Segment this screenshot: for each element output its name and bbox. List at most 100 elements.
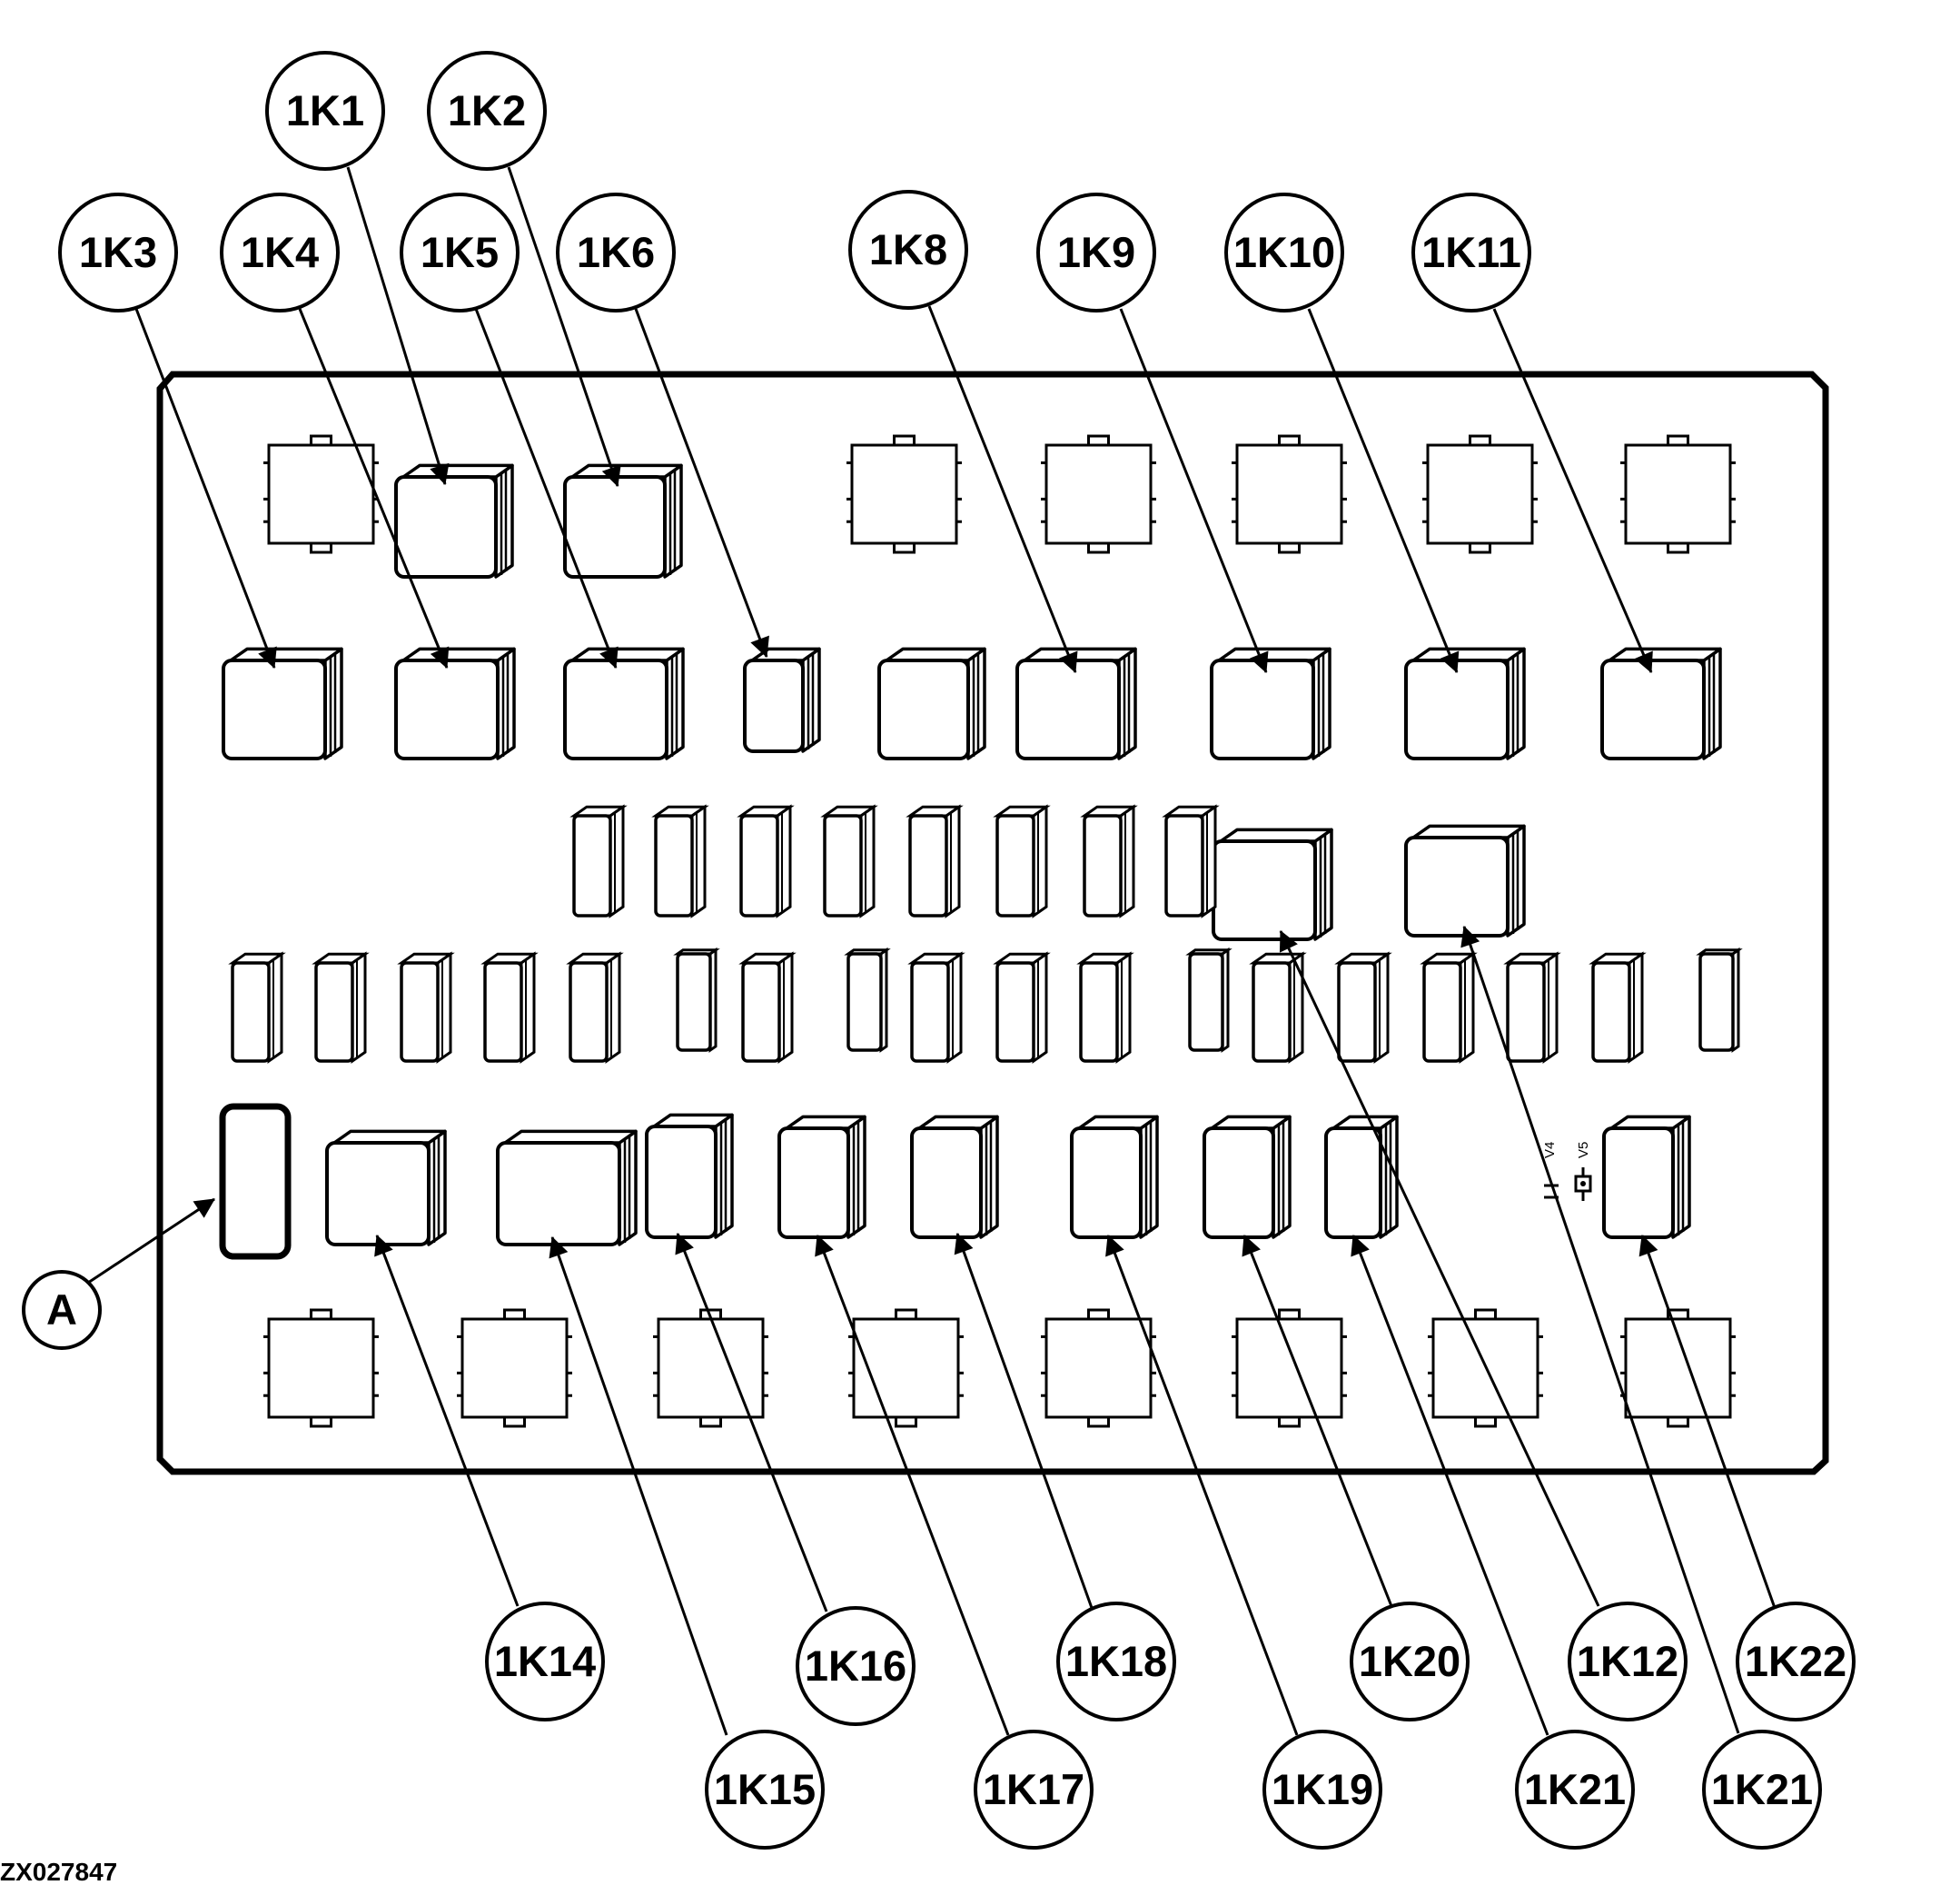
leader-1k10 — [1307, 308, 1460, 674]
fuse — [228, 951, 286, 1064]
v5-label: V5 — [1576, 1142, 1591, 1158]
leader-1k22 — [1638, 1234, 1777, 1609]
relay-1k14 — [325, 1129, 447, 1246]
fuse — [1076, 951, 1134, 1064]
callout-1k14: 1K14 — [485, 1602, 605, 1721]
fuse — [1162, 804, 1220, 918]
fuse — [993, 804, 1051, 918]
callout-1k5-label: 1K5 — [421, 228, 499, 276]
relay-1k7 — [877, 647, 986, 760]
relay-1k4 — [394, 647, 516, 760]
relay-socket — [1428, 1308, 1543, 1428]
leader-lines — [87, 166, 1777, 1736]
leader-1k18 — [954, 1232, 1094, 1609]
relay-1k21 — [1324, 1115, 1399, 1239]
callout-1k21-right: 1K21 — [1702, 1730, 1822, 1850]
callout-1k16: 1K16 — [796, 1606, 916, 1726]
fuse — [906, 804, 964, 918]
callout-1k9-label: 1K9 — [1057, 228, 1135, 276]
fuses — [228, 804, 1743, 1064]
callout-1k22-label: 1K22 — [1745, 1637, 1846, 1685]
leader-1k12 — [1279, 930, 1600, 1607]
leader-1k2 — [507, 166, 621, 488]
callout-1k15-label: 1K15 — [714, 1765, 816, 1813]
relay-1k19 — [1070, 1115, 1159, 1239]
empty-relay-sockets — [263, 434, 1736, 1428]
leader-1k19 — [1105, 1234, 1299, 1736]
leader-1k21-right — [1460, 925, 1740, 1734]
callout-1k15: 1K15 — [705, 1730, 825, 1850]
fuse — [1503, 951, 1561, 1064]
relay-1k18 — [910, 1115, 999, 1239]
callout-1k19-label: 1K19 — [1272, 1765, 1373, 1813]
leader-1k4 — [298, 308, 450, 670]
relay-socket — [653, 1308, 768, 1428]
callout-1k18: 1K18 — [1056, 1602, 1176, 1721]
relay-1k12 — [1212, 828, 1333, 941]
relay-1k8 — [1015, 647, 1137, 760]
leader-1k9 — [1119, 308, 1269, 674]
callout-1k17: 1K17 — [974, 1730, 1094, 1850]
fuse — [566, 951, 624, 1064]
callout-1k18-label: 1K18 — [1065, 1637, 1167, 1685]
leader-1k15 — [549, 1235, 728, 1736]
callout-1k1: 1K1 — [265, 51, 385, 171]
relay-socket — [846, 434, 962, 554]
callout-1k6-label: 1K6 — [577, 228, 655, 276]
leader-1k3 — [134, 308, 277, 670]
relay-socket — [263, 434, 379, 554]
callout-1k4-label: 1K4 — [241, 228, 319, 276]
callout-1k21-left-label: 1K21 — [1524, 1765, 1626, 1813]
leader-1k8 — [927, 305, 1078, 674]
relay-socket — [1041, 434, 1156, 554]
fuse — [1185, 947, 1232, 1053]
callout-1k3: 1K3 — [58, 193, 178, 313]
relay-socket — [1422, 434, 1538, 554]
callout-1k4: 1K4 — [220, 193, 340, 313]
fuse — [651, 804, 709, 918]
callout-1k22: 1K22 — [1736, 1602, 1856, 1721]
relay-1k15 — [496, 1129, 638, 1246]
callout-1k20: 1K20 — [1350, 1602, 1470, 1721]
fuse — [397, 951, 455, 1064]
callout-1k11-label: 1K11 — [1421, 228, 1521, 276]
callout-1k9: 1K9 — [1036, 193, 1156, 313]
callout-1k10: 1K10 — [1224, 193, 1344, 313]
fuse-puller-slot — [219, 1103, 292, 1260]
callout-1k8-label: 1K8 — [869, 225, 947, 273]
callout-1k19: 1K19 — [1262, 1730, 1382, 1850]
leader-1k16 — [675, 1232, 828, 1612]
relay-1k1 — [394, 463, 514, 579]
relay-socket — [1232, 1308, 1347, 1428]
relay-socket — [457, 1308, 572, 1428]
callout-1k12: 1K12 — [1568, 1602, 1688, 1721]
fuse — [1080, 804, 1138, 918]
relay-1k3 — [222, 647, 343, 760]
callout-1k1-label: 1K1 — [286, 86, 364, 134]
leader-1k6 — [634, 308, 769, 659]
fuse — [1249, 951, 1307, 1064]
leader-1k21-left — [1351, 1234, 1549, 1736]
callout-1k14-label: 1K14 — [494, 1637, 596, 1685]
callout-1k2-label: 1K2 — [448, 86, 526, 134]
callout-1k21-right-label: 1K21 — [1711, 1765, 1813, 1813]
fuse — [1696, 947, 1743, 1053]
callout-1k11: 1K11 — [1411, 193, 1531, 313]
callout-1k17-label: 1K17 — [983, 1765, 1084, 1813]
fuse — [993, 951, 1051, 1064]
callout-1k8: 1K8 — [848, 190, 968, 310]
leader-1k5 — [474, 308, 619, 670]
relay-socket — [263, 1308, 379, 1428]
relay-1k11 — [1600, 647, 1722, 760]
callout-1k2: 1K2 — [427, 51, 547, 171]
callout-1k20-label: 1K20 — [1359, 1637, 1460, 1685]
panel-outline — [156, 371, 1829, 1475]
fuse — [673, 947, 720, 1053]
fuse — [1589, 951, 1647, 1064]
relay-socket — [1232, 434, 1347, 554]
relay-1k20 — [1203, 1115, 1292, 1239]
fuse — [1334, 951, 1392, 1064]
callout-a-label: A — [46, 1285, 77, 1334]
relay-1k10 — [1404, 647, 1526, 760]
leader-1k1 — [346, 166, 450, 486]
